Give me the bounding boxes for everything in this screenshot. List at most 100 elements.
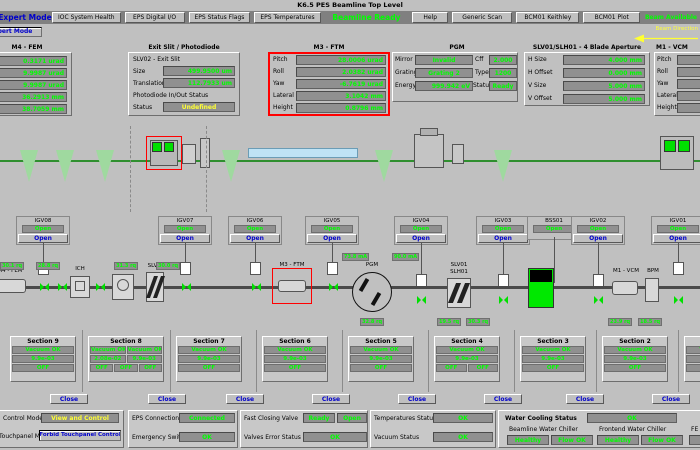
- m3-ftm-roll-value: 2.0382 urad: [296, 67, 386, 77]
- support-cone: [222, 150, 240, 182]
- pid-valve[interactable]: [417, 296, 426, 304]
- panel-title-pgm: PGM: [449, 44, 465, 51]
- valve-open-button[interactable]: Open: [573, 234, 623, 243]
- valves-error-status-label: Valves Error Status: [244, 434, 301, 441]
- pid-valve[interactable]: [182, 283, 191, 291]
- m3-ftm-yaw-value: -6.7619 urad: [296, 79, 386, 89]
- panel-m1-vcm: Pitch 2. Roll 2. Yaw 0. Lateral Height: [654, 52, 700, 116]
- pid-valve[interactable]: [252, 283, 261, 291]
- valve-control-igv06: IGV06 Open Open: [228, 216, 282, 245]
- pgm-grating-label: Grating: [395, 69, 418, 76]
- section-pump-state[interactable]: OFF: [467, 364, 498, 372]
- section-panel-9: Section 9 Vacuum OK 9.9e-03 OFF: [10, 336, 76, 382]
- vacuum-status-label: Vacuum Status: [374, 434, 420, 441]
- valve-open-button[interactable]: Open: [396, 234, 446, 243]
- section-divider: [428, 330, 429, 392]
- close-button[interactable]: Close: [484, 394, 522, 404]
- m3-ftm-lateral-value: 3.1042 mm: [296, 91, 386, 101]
- valve-open-button[interactable]: Open: [307, 234, 357, 243]
- m4-fem-pitch-value: 0.3171 urad: [0, 56, 67, 66]
- fe-chiller-flow: Flo: [689, 435, 700, 445]
- pid-valve[interactable]: [58, 283, 67, 291]
- section-pump-state[interactable]: OFF: [178, 364, 240, 372]
- menu-item-ioc-system-health[interactable]: IOC System Health: [52, 12, 121, 23]
- m1-vcm-height-value: [677, 103, 700, 113]
- close-button[interactable]: Close: [652, 394, 690, 404]
- valve-name: IGV04: [412, 218, 430, 224]
- section-pump-state[interactable]: OFF: [436, 364, 467, 372]
- status-beam-available: Beam Available: [643, 12, 698, 23]
- pgm-type-value: 1200: [489, 68, 517, 78]
- section-pump-state[interactable]: OFF: [90, 364, 114, 372]
- panel-title-m4-fem: M4 - FEM: [11, 44, 43, 51]
- menu-item-bcm01-plot[interactable]: BCM01 Plot: [583, 12, 640, 23]
- valve-status: Open: [234, 225, 276, 233]
- pid-valve[interactable]: [40, 283, 49, 291]
- frontend-water-chiller-label: Frontend Water Chiller: [599, 426, 667, 433]
- panel-pgm: Mirror Invalid Grating Grating 2 Energy …: [392, 52, 518, 102]
- pid-valve[interactable]: [329, 283, 338, 291]
- pid-valve[interactable]: [674, 296, 683, 304]
- exit-slit-size-label: Size: [133, 68, 146, 75]
- m3-ftm-lateral-label: Lateral: [273, 92, 294, 99]
- panel-exit-slit: SLV02 - Exit Slit Size 499.9500 um Trans…: [128, 52, 240, 116]
- support-cone: [96, 150, 114, 182]
- close-button[interactable]: Close: [312, 394, 350, 404]
- eps-connection-label: EPS Connection: [132, 415, 180, 422]
- section-panel-3: Section 3 Vacuum OK 9.9e-03 OFF: [520, 336, 586, 382]
- section-pump-state[interactable]: OFF: [138, 364, 162, 372]
- menu-item-eps-digital-io[interactable]: EPS Digital I/O: [124, 12, 185, 23]
- section-name: Section 3: [537, 338, 569, 345]
- close-button[interactable]: Close: [566, 394, 604, 404]
- status-group-control-mode: Control Mode View and Control Touchpanel…: [0, 410, 124, 448]
- section-pump-state[interactable]: OFF: [604, 364, 666, 372]
- expert-mode-button[interactable]: Expert Mode: [0, 27, 42, 37]
- section-pressure: 9.9e-03: [350, 355, 412, 363]
- menu-item-eps-temperatures[interactable]: EPS Temperatures: [254, 12, 321, 23]
- pressure-tag: 19.5 rq: [437, 318, 462, 326]
- menu-item-help[interactable]: Help: [412, 12, 449, 23]
- temperatures-status-value: OK: [433, 413, 493, 423]
- section-pump-state[interactable]: OFF: [350, 364, 412, 372]
- valve-open-button[interactable]: Open: [230, 234, 280, 243]
- forbid-touchpanel-control-button[interactable]: Forbid Touchpanel Control: [39, 430, 121, 441]
- section-pump-state[interactable]: OFF: [686, 364, 700, 372]
- close-button[interactable]: Close: [50, 394, 88, 404]
- close-button[interactable]: Close: [226, 394, 264, 404]
- panel-aperture: H Size 4.000 mm H Offset 0.000 mm V Size…: [524, 52, 650, 106]
- menu-item-eps-status-flags[interactable]: EPS Status Flags: [188, 12, 251, 23]
- menu-item-generic-scan[interactable]: Generic Scan: [452, 12, 513, 23]
- valve-block: [673, 262, 684, 275]
- section-pump-state[interactable]: OFF: [264, 364, 326, 372]
- frontend-chiller-health: Healthy: [597, 435, 639, 445]
- valve-status: Open: [577, 225, 619, 233]
- section-name: Section 5: [365, 338, 397, 345]
- valve-stem: [255, 243, 256, 265]
- close-button[interactable]: Close: [398, 394, 436, 404]
- section-divider: [170, 330, 171, 392]
- pid-valve[interactable]: [594, 296, 603, 304]
- pid-valve[interactable]: [96, 283, 105, 291]
- menu-item-bcm01-keithley[interactable]: BCM01 Keithley: [516, 12, 580, 23]
- section-name: Section 9: [27, 338, 59, 345]
- device-ich-inner: [75, 281, 85, 291]
- m1-vcm-height-label: Height: [657, 104, 677, 111]
- device-pdm-circle: [117, 279, 129, 291]
- enclosure-divider: [206, 126, 207, 212]
- current-tag: 90.0 mA: [392, 253, 420, 261]
- valve-open-button[interactable]: Open: [653, 234, 700, 243]
- section-divider: [678, 330, 679, 392]
- section-vacuum-status: Vacuum OK: [436, 346, 498, 354]
- valve-open-button[interactable]: Open: [160, 234, 210, 243]
- pgm-cff-label: Cff: [475, 56, 484, 63]
- valve-stem: [43, 243, 44, 265]
- section-pump-state[interactable]: OFF: [522, 364, 584, 372]
- valve-status: Open: [400, 225, 442, 233]
- menu-item-expert-mode[interactable]: Expert Mode: [0, 12, 52, 23]
- pid-valve[interactable]: [499, 296, 508, 304]
- valve-open-button[interactable]: Open: [478, 234, 528, 243]
- section-pump-state[interactable]: OFF: [12, 364, 74, 372]
- valve-open-button[interactable]: Open: [18, 234, 68, 243]
- section-pump-state[interactable]: OFF: [114, 364, 138, 372]
- close-button[interactable]: Close: [148, 394, 186, 404]
